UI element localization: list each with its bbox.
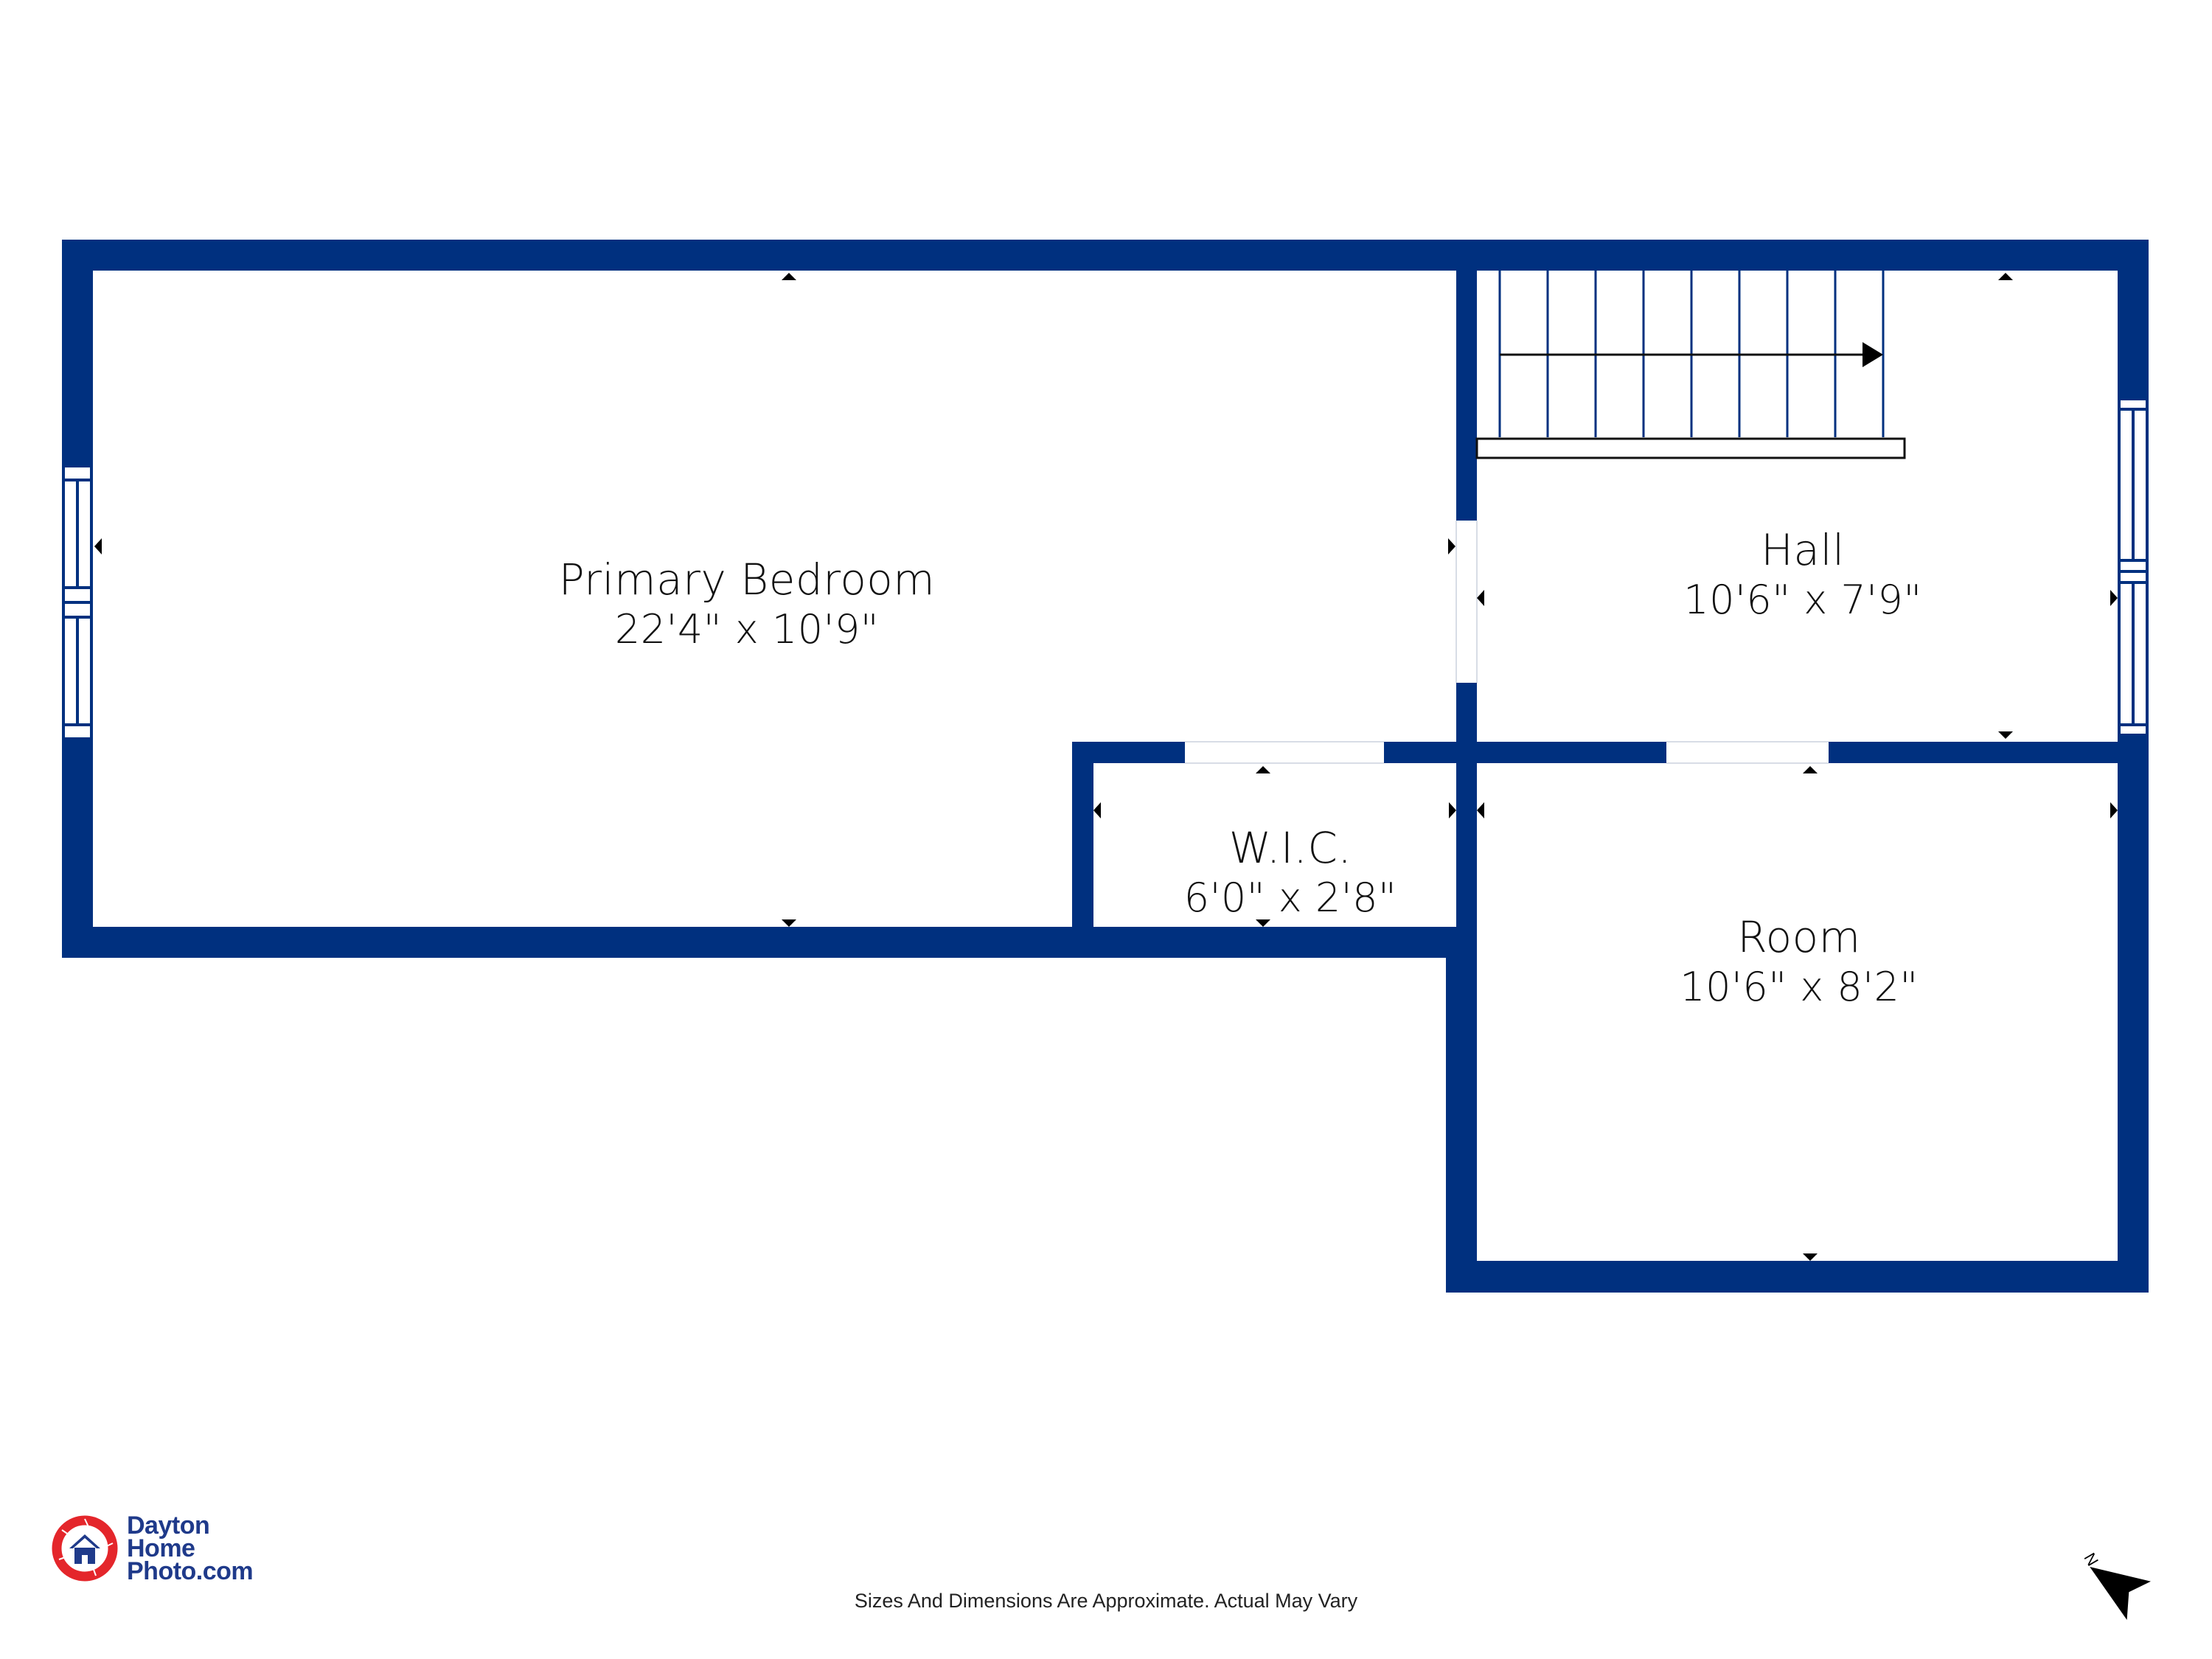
room-label-hall: Hall 10'6" x 7'9": [1683, 525, 1921, 624]
marker-down-icon: [1256, 919, 1270, 927]
room-label-primary-bedroom: Primary Bedroom 22'4" x 10'9": [559, 554, 936, 653]
marker-right-icon: [1449, 802, 1456, 818]
walls: [62, 240, 2149, 1293]
marker-down-icon: [1803, 1253, 1818, 1261]
marker-up-icon: [1256, 766, 1270, 773]
marker-left-icon: [1477, 590, 1484, 606]
room-dimensions: 10'6" x 8'2": [1680, 963, 1919, 1010]
stair-landing: [1475, 437, 1906, 459]
room-name: Room: [1737, 912, 1861, 962]
marker-left-icon: [94, 538, 102, 554]
logo-line-2: Home: [127, 1534, 195, 1562]
marker-right-icon: [1448, 538, 1455, 554]
north-arrow-icon: N: [2080, 1550, 2151, 1620]
window-right: [2118, 397, 2149, 737]
wall-room-bottom: [1446, 1261, 2149, 1293]
logo-line-1: Dayton: [127, 1511, 210, 1540]
marker-down-icon: [1998, 731, 2013, 739]
door-openings: [1185, 521, 1829, 764]
disclaimer-text: Sizes And Dimensions Are Approximate. Ac…: [854, 1590, 1358, 1612]
wall-room-left: [1446, 927, 1477, 1293]
wall-interior-upper: [1456, 240, 1477, 521]
wall-hall-room-right: [1829, 742, 2118, 763]
room-label-room: Room 10'6" x 8'2": [1680, 912, 1918, 1011]
wall-bedroom-bottom: [62, 927, 1477, 958]
marker-left-icon: [1477, 802, 1484, 818]
wall-hall-room-left: [1384, 742, 1666, 763]
marker-left-icon: [1093, 802, 1101, 818]
north-label: N: [2080, 1550, 2102, 1569]
wall-right-lower: [2118, 735, 2149, 1293]
wall-right-upper: [2118, 240, 2149, 399]
marker-down-icon: [782, 919, 796, 927]
room-dimensions: 22'4" x 10'9": [614, 605, 880, 653]
room-name: W.I.C.: [1228, 823, 1352, 873]
marker-up-icon: [782, 273, 796, 280]
marker-up-icon: [1998, 273, 2013, 280]
wall-left-upper: [62, 240, 93, 466]
wall-left-lower: [62, 739, 93, 958]
logo-text: Dayton Home Photo.com: [127, 1511, 254, 1585]
window-left: [62, 465, 93, 740]
marker-right-icon: [2110, 590, 2118, 606]
stair-arrow-icon: [1863, 342, 1883, 367]
marker-up-icon: [1803, 766, 1818, 773]
brand-logo: Dayton Home Photo.com: [52, 1511, 254, 1585]
dimension-markers: [94, 273, 2118, 1261]
room-label-wic: W.I.C. 6'0" x 2'8": [1184, 823, 1397, 922]
camera-house-icon: [52, 1515, 118, 1582]
marker-right-icon: [2110, 802, 2118, 818]
wall-wic-left: [1072, 742, 1093, 927]
room-dimensions: 10'6" x 7'9": [1683, 576, 1922, 623]
room-name: Primary Bedroom: [558, 554, 936, 605]
wall-top: [62, 240, 2149, 271]
wall-interior-lower: [1456, 683, 1477, 927]
room-name: Hall: [1761, 525, 1845, 575]
logo-line-3: Photo.com: [127, 1557, 254, 1585]
room-dimensions: 6'0" x 2'8": [1183, 874, 1397, 921]
stairs: [1475, 271, 1906, 459]
